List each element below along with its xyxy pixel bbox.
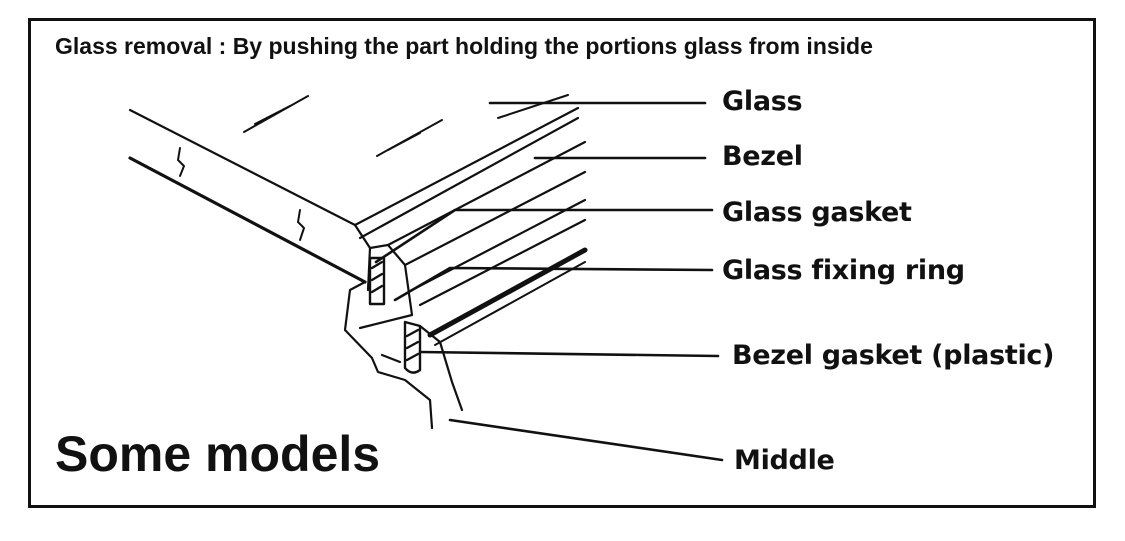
- glass-surface: [128, 106, 580, 292]
- glass-fixing-ring-part: [427, 247, 588, 346]
- leader-lines: [374, 101, 724, 462]
- label-middle: Middle: [734, 445, 835, 476]
- diagram-frame: [28, 18, 1096, 508]
- label-glass: Glass: [722, 86, 803, 117]
- hatch-marks: [177, 147, 305, 241]
- caption-some-models: Some models: [55, 426, 381, 482]
- label-glass-gasket: Glass gasket: [722, 197, 912, 228]
- glass-reflection-marks: [243, 94, 569, 157]
- label-bezel-gasket: Bezel gasket (plastic): [732, 340, 1055, 371]
- glass-gasket-part: [368, 256, 386, 306]
- bezel-gasket-part: [403, 320, 422, 374]
- diagram-title: Glass removal : By pushing the part hold…: [55, 33, 873, 59]
- middle-case: [343, 280, 464, 430]
- label-bezel: Bezel: [722, 141, 803, 172]
- label-glass-fixing-ring: Glass fixing ring: [722, 255, 965, 286]
